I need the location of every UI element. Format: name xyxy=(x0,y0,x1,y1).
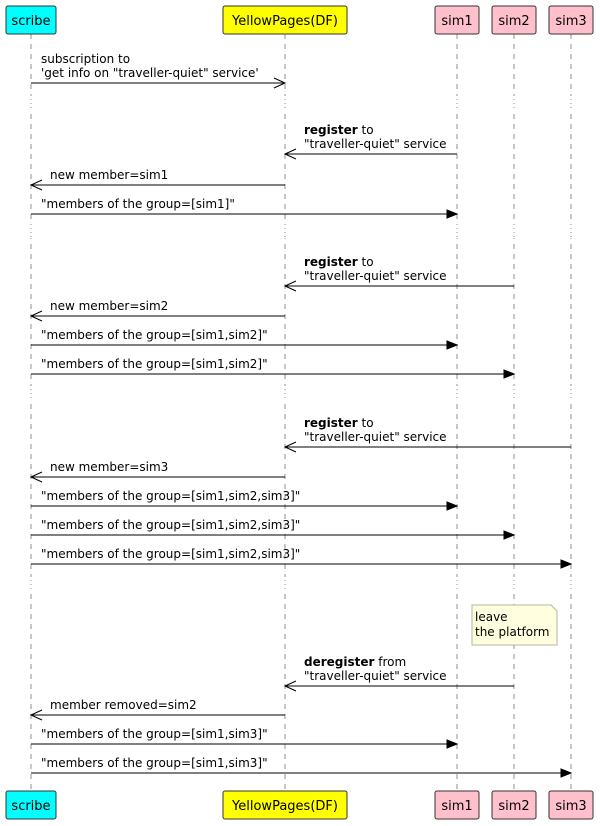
message-label: subscription to xyxy=(41,52,130,66)
participant-sim2-bottom: sim2 xyxy=(491,790,537,820)
participant-label: YellowPages(DF) xyxy=(231,14,338,29)
participant-yp-top: YellowPages(DF) xyxy=(222,5,348,35)
participant-box xyxy=(222,5,348,35)
message-label: 'get info on "traveller-quiet" service' xyxy=(41,66,259,80)
message-sim1-to-yp: register to"traveller-quiet" service xyxy=(283,123,457,160)
message-yp-to-scribe: new member=sim2 xyxy=(29,299,285,322)
participant-scribe-top: scribe xyxy=(5,5,57,35)
message-label: register to xyxy=(304,255,374,269)
arrowhead-filled xyxy=(560,768,573,778)
participant-label: scribe xyxy=(11,14,50,29)
message-scribe-to-sim3: "members of the group=[sim1,sim3]" xyxy=(31,756,573,778)
message-label: "members of the group=[sim1,sim2]" xyxy=(41,328,268,342)
arrowhead-filled xyxy=(503,530,516,540)
participant-yp-bottom: YellowPages(DF) xyxy=(222,790,348,820)
message-label: "traveller-quiet" service xyxy=(304,269,447,283)
message-label: "members of the group=[sim1,sim2,sim3]" xyxy=(41,547,300,561)
participant-box xyxy=(434,5,480,35)
participant-sim3-bottom: sim3 xyxy=(548,790,594,820)
note-box xyxy=(471,604,558,646)
message-sim3-to-yp: register to"traveller-quiet" service xyxy=(283,416,571,453)
message-scribe-to-sim1: "members of the group=[sim1,sim2,sim3]" xyxy=(31,489,459,511)
arrowhead-open xyxy=(283,441,297,453)
message-scribe-to-sim2: "members of the group=[sim1,sim2,sim3]" xyxy=(31,518,516,540)
participant-box xyxy=(434,790,480,820)
message-label: "traveller-quiet" service xyxy=(304,669,447,683)
message-scribe-to-sim3: "members of the group=[sim1,sim2,sim3]" xyxy=(31,547,573,569)
message-label: new member=sim3 xyxy=(50,460,168,474)
message-label: "members of the group=[sim1,sim2,sim3]" xyxy=(41,489,300,503)
arrowhead-filled xyxy=(446,209,459,219)
arrowhead-open xyxy=(283,680,297,692)
participant-sim1-bottom: sim1 xyxy=(434,790,480,820)
message-scribe-to-sim1: "members of the group=[sim1,sim3]" xyxy=(31,727,459,749)
message-label: register to xyxy=(304,123,374,137)
message-yp-to-scribe: new member=sim1 xyxy=(29,168,285,191)
arrowhead-filled xyxy=(446,739,459,749)
participant-label: sim2 xyxy=(498,799,529,814)
message-scribe-to-sim1: "members of the group=[sim1,sim2]" xyxy=(31,328,459,350)
note-text: the platform xyxy=(475,625,550,639)
participant-label: sim1 xyxy=(441,799,472,814)
arrowhead-open xyxy=(29,179,43,191)
message-label: "traveller-quiet" service xyxy=(304,430,447,444)
arrowhead-open xyxy=(29,471,43,483)
participant-box xyxy=(491,790,537,820)
participant-label: scribe xyxy=(11,799,50,814)
note-text: leave xyxy=(475,610,508,624)
participant-label: sim2 xyxy=(498,14,529,29)
participant-box xyxy=(548,5,594,35)
arrowhead-filled xyxy=(560,559,573,569)
participant-box xyxy=(5,5,57,35)
participant-box xyxy=(491,5,537,35)
message-label: member removed=sim2 xyxy=(50,698,197,712)
message-sim2-to-yp: deregister from"traveller-quiet" service xyxy=(283,655,514,692)
participant-box xyxy=(5,790,57,820)
message-sim2-to-yp: register to"traveller-quiet" service xyxy=(283,255,514,292)
arrowhead-open xyxy=(283,280,297,292)
arrowhead-filled xyxy=(503,369,516,379)
arrowhead-open xyxy=(273,77,287,89)
message-yp-to-scribe: member removed=sim2 xyxy=(29,698,285,721)
participant-label: sim3 xyxy=(555,14,586,29)
arrowhead-filled xyxy=(446,340,459,350)
message-scribe-to-yp: subscription to'get info on "traveller-q… xyxy=(31,52,287,89)
arrowhead-open xyxy=(283,148,297,160)
participant-sim3-top: sim3 xyxy=(548,5,594,35)
message-scribe-to-sim2: "members of the group=[sim1,sim2]" xyxy=(31,357,516,379)
arrowhead-filled xyxy=(446,501,459,511)
message-label: new member=sim1 xyxy=(50,168,168,182)
participant-sim2-top: sim2 xyxy=(491,5,537,35)
message-label: "members of the group=[sim1,sim2]" xyxy=(41,357,268,371)
message-label: "members of the group=[sim1,sim2,sim3]" xyxy=(41,518,300,532)
arrowhead-open xyxy=(29,709,43,721)
participant-label: sim1 xyxy=(441,14,472,29)
message-label: "members of the group=[sim1,sim3]" xyxy=(41,727,268,741)
message-label: deregister from xyxy=(304,655,406,669)
participant-sim1-top: sim1 xyxy=(434,5,480,35)
message-label: "traveller-quiet" service xyxy=(304,137,447,151)
message-label: register to xyxy=(304,416,374,430)
participant-label: sim3 xyxy=(555,799,586,814)
message-scribe-to-sim1: "members of the group=[sim1]" xyxy=(31,197,459,219)
participant-scribe-bottom: scribe xyxy=(5,790,57,820)
arrowhead-open xyxy=(29,310,43,322)
message-label: "members of the group=[sim1,sim3]" xyxy=(41,756,268,770)
message-label: new member=sim2 xyxy=(50,299,168,313)
message-label: "members of the group=[sim1]" xyxy=(41,197,235,211)
participant-box xyxy=(222,790,348,820)
participant-label: YellowPages(DF) xyxy=(231,799,338,814)
message-yp-to-scribe: new member=sim3 xyxy=(29,460,285,483)
participant-box xyxy=(548,790,594,820)
